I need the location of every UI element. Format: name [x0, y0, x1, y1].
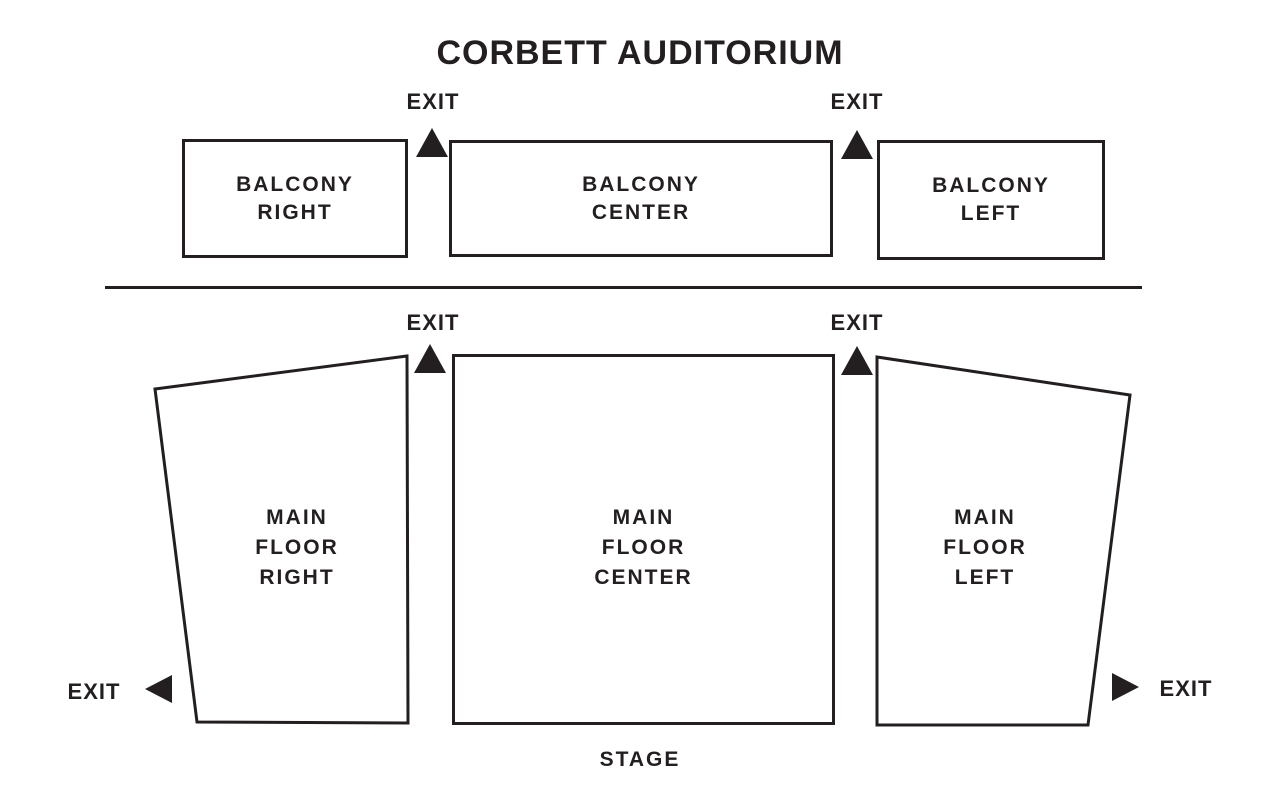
balcony-left-label: BALCONY LEFT	[932, 174, 1050, 225]
main-floor-left-label: MAIN FLOOR LEFT	[943, 506, 1027, 589]
stage-label: STAGE	[599, 748, 681, 771]
main-floor-exit-left-label: EXIT	[830, 310, 884, 335]
balcony-right-section: BALCONY RIGHT	[182, 139, 408, 258]
side-exit-left-label: EXIT	[1159, 676, 1213, 701]
balcony-center-section: BALCONY CENTER	[449, 140, 833, 257]
exit-arrow-up-icon	[841, 130, 873, 159]
main-floor-right-section	[153, 354, 410, 725]
exit-arrow-up-icon	[416, 128, 448, 157]
main-floor-center-label: MAIN FLOOR CENTER	[594, 506, 693, 589]
main-floor-left-section	[875, 355, 1132, 727]
main-floor-right-label: MAIN FLOOR RIGHT	[255, 506, 339, 589]
balcony-exit-right-label: EXIT	[406, 89, 460, 114]
exit-arrow-up-icon	[414, 344, 446, 373]
balcony-center-label: BALCONY CENTER	[582, 172, 700, 224]
exit-arrow-up-icon	[841, 346, 873, 375]
main-floor-exit-right-label: EXIT	[406, 310, 460, 335]
balcony-exit-left-label: EXIT	[830, 89, 884, 114]
side-exit-right-label: EXIT	[67, 679, 121, 704]
exit-arrow-right-icon	[1112, 673, 1139, 701]
balcony-left-section: BALCONY LEFT	[877, 140, 1105, 260]
page-title: CORBETT AUDITORIUM	[436, 34, 844, 72]
main-floor-center-section	[452, 354, 835, 725]
level-divider-line	[105, 286, 1142, 289]
balcony-right-label: BALCONY RIGHT	[236, 172, 354, 224]
exit-arrow-left-icon	[145, 675, 172, 703]
